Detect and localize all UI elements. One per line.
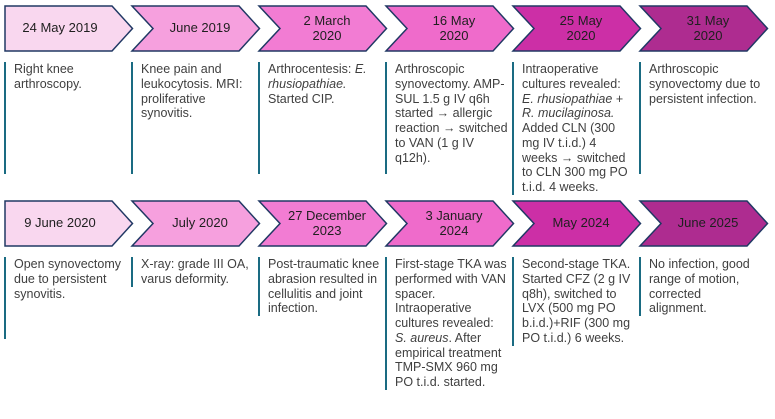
step-note: Second-stage TKA. Started CFZ (2 g IV q8…: [512, 257, 635, 346]
timeline-step-arrow: 27 December 2023: [257, 200, 388, 247]
chevron-arrow-icon: [130, 200, 261, 247]
step-note: First-stage TKA was performed with VAN s…: [385, 257, 508, 390]
timeline-note-cell: Arthrocentesis: E. rhusiopathiae. Starte…: [258, 62, 385, 200]
step-note: Open synovectomy due to persistent synov…: [4, 257, 127, 339]
step-date: May 2024: [552, 215, 610, 231]
timeline-note-cell: Arthroscopic synovectomy due to persiste…: [639, 62, 766, 200]
timeline-note-cell: X-ray: grade III OA, varus deformity.: [131, 257, 258, 390]
timeline-note-cell: Intraoperative cultures revealed: E. rhu…: [512, 62, 639, 200]
timeline-step-arrow: 24 May 2019: [4, 5, 134, 52]
step-date: 16 May 2020: [432, 13, 476, 43]
step-note: No infection, good range of motion, corr…: [639, 257, 762, 316]
step-date: 2 March 2020: [303, 13, 351, 43]
timeline-step-arrow: May 2024: [511, 200, 642, 247]
step-date: June 2025: [677, 215, 739, 231]
step-note: Arthrocentesis: E. rhusiopathiae. Starte…: [258, 62, 381, 174]
chevron-arrow-icon: [257, 5, 388, 52]
chevron-arrow-icon: [511, 200, 642, 247]
timeline-note-cell: Second-stage TKA. Started CFZ (2 g IV q8…: [512, 257, 639, 390]
step-note: X-ray: grade III OA, varus deformity.: [131, 257, 254, 287]
step-note: Arthroscopic synovectomy. AMP-SUL 1.5 g …: [385, 62, 508, 174]
timeline-note-cell: Right knee arthroscopy.: [4, 62, 131, 200]
chevron-arrow-icon: [638, 5, 769, 52]
step-note: Intraoperative cultures revealed: E. rhu…: [512, 62, 635, 195]
chevron-arrow-icon: [4, 200, 134, 247]
chevron-arrow-icon: [511, 5, 642, 52]
chevron-arrow-icon: [257, 200, 388, 247]
step-note: Knee pain and leukocytosis. MRI: prolife…: [131, 62, 254, 174]
step-date: 3 January 2024: [425, 208, 483, 238]
step-note: Arthroscopic synovectomy due to persiste…: [639, 62, 762, 174]
step-date: 24 May 2019: [22, 20, 98, 36]
chevron-arrow-icon: [638, 200, 769, 247]
step-date: July 2020: [172, 215, 228, 231]
timeline-note-cell: Post-traumatic knee abrasion resulted in…: [258, 257, 385, 390]
chevron-arrow-icon: [130, 5, 261, 52]
timeline-note-cell: Open synovectomy due to persistent synov…: [4, 257, 131, 390]
timeline-step-arrow: 9 June 2020: [4, 200, 134, 247]
timeline-step-arrow: June 2025: [638, 200, 769, 247]
timeline-row-2-notes: Open synovectomy due to persistent synov…: [4, 257, 766, 390]
timeline-note-cell: No infection, good range of motion, corr…: [639, 257, 766, 390]
timeline-step-arrow: July 2020: [130, 200, 261, 247]
step-date: 25 May 2020: [559, 13, 603, 43]
timeline-step-arrow: 25 May 2020: [511, 5, 642, 52]
timeline-step-arrow: 3 January 2024: [384, 200, 515, 247]
chevron-arrow-icon: [384, 200, 515, 247]
timeline-step-arrow: 31 May 2020: [638, 5, 769, 52]
chevron-arrow-icon: [4, 5, 134, 52]
step-date: 9 June 2020: [24, 215, 96, 231]
step-date: June 2019: [169, 20, 231, 36]
timeline-step-arrow: 16 May 2020: [384, 5, 515, 52]
timeline-note-cell: First-stage TKA was performed with VAN s…: [385, 257, 512, 390]
step-note: Right knee arthroscopy.: [4, 62, 127, 174]
timeline-note-cell: Arthroscopic synovectomy. AMP-SUL 1.5 g …: [385, 62, 512, 200]
timeline-note-cell: Knee pain and leukocytosis. MRI: prolife…: [131, 62, 258, 200]
timeline-step-arrow: June 2019: [130, 5, 261, 52]
chevron-arrow-icon: [384, 5, 515, 52]
timeline-step-arrow: 2 March 2020: [257, 5, 388, 52]
step-note: Post-traumatic knee abrasion resulted in…: [258, 257, 381, 316]
timeline-row-1-arrows: 24 May 2019 June 2019 2 March 2020 16 Ma…: [4, 5, 769, 52]
step-date: 31 May 2020: [686, 13, 730, 43]
timeline-row-2-arrows: 9 June 2020 July 2020 27 December 2023 3…: [4, 200, 769, 247]
step-date: 27 December 2023: [287, 208, 367, 238]
timeline-row-1-notes: Right knee arthroscopy. Knee pain and le…: [4, 62, 766, 200]
